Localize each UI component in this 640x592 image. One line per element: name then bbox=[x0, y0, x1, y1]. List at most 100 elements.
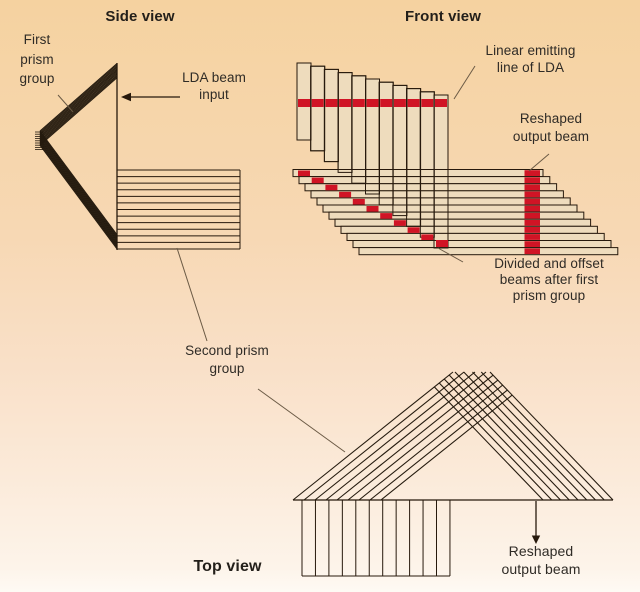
side-prism-bundle-line bbox=[39, 138, 118, 243]
front-divided-beam-segment bbox=[407, 227, 420, 233]
front-horizontal-bar bbox=[334, 218, 592, 227]
front-horizontal-bar bbox=[358, 247, 619, 256]
front-output-beam-segment bbox=[524, 184, 540, 191]
top-left-slope-line bbox=[292, 371, 454, 501]
side-prism-bundle-line bbox=[39, 72, 118, 141]
leader-second-prism-group-side bbox=[176, 247, 208, 342]
first-prism-group-label: First prism group bbox=[19, 32, 55, 87]
side-view-title: Side view bbox=[105, 8, 175, 25]
front-vertical-bar bbox=[351, 75, 367, 184]
top-left-slope-line bbox=[369, 389, 508, 501]
front-output-beam-segment bbox=[524, 205, 540, 212]
side-prism-bundle-line bbox=[39, 77, 118, 146]
front-divided-beam-segment bbox=[325, 184, 338, 191]
side-prism-bundle-line bbox=[39, 63, 118, 132]
reshaped-output-beam-top-label: Reshaped output beam bbox=[501, 543, 581, 577]
front-horizontal-bar bbox=[346, 232, 605, 241]
front-vertical-bar bbox=[310, 65, 326, 152]
top-right-slope-line bbox=[448, 374, 570, 501]
leader-first-prism-group bbox=[57, 94, 74, 113]
leader-second-prism-group-top bbox=[257, 388, 346, 453]
side-prism-bundle-line bbox=[39, 132, 118, 237]
front-divided-beam-segment bbox=[421, 234, 434, 240]
side-prism-bundle-line bbox=[39, 143, 118, 248]
front-output-beam-segment bbox=[524, 198, 540, 205]
top-left-slope-line bbox=[325, 371, 487, 501]
linear-emitting-line-label: Linear emitting line of LDA bbox=[485, 43, 576, 75]
front-divided-beam-segment bbox=[339, 191, 352, 198]
front-output-beam-segment bbox=[524, 227, 540, 233]
side-prism-bundle-line bbox=[39, 64, 118, 133]
top-right-slope-line bbox=[454, 371, 579, 501]
front-vertical-bar bbox=[337, 72, 353, 173]
side-prism-bundle-line bbox=[39, 130, 118, 235]
front-output-beam-segment bbox=[524, 177, 540, 184]
side-prism-bundle-line bbox=[39, 74, 118, 144]
front-emitting-line-segment bbox=[421, 99, 434, 107]
leader-divided-offset bbox=[437, 247, 464, 263]
front-horizontal-bar bbox=[340, 225, 598, 234]
front-output-beam-segment bbox=[524, 212, 540, 219]
front-view-title: Front view bbox=[404, 8, 481, 25]
front-emitting-line-segment bbox=[339, 99, 352, 107]
front-divided-beam-segment bbox=[436, 240, 448, 247]
front-output-beam-segment bbox=[524, 248, 540, 255]
front-emitting-line-segment bbox=[311, 99, 324, 107]
side-prism-bundle-line bbox=[39, 135, 118, 241]
top-right-slope-line bbox=[433, 386, 544, 501]
top-right-slope-line bbox=[438, 382, 553, 501]
leader-reshaped-output-front bbox=[528, 153, 550, 172]
side-prism-bundle-line bbox=[39, 73, 118, 142]
side-prism-bundle-line bbox=[39, 137, 118, 242]
front-horizontal-bar bbox=[298, 176, 551, 185]
lda-input-arrowhead-icon bbox=[121, 92, 131, 102]
side-prism-bundle-line bbox=[39, 76, 118, 145]
front-output-beam-segment bbox=[524, 170, 540, 176]
front-horizontal-bar bbox=[328, 211, 585, 220]
front-output-beam-segment bbox=[524, 241, 540, 247]
side-prism-bundle-line bbox=[39, 142, 118, 247]
front-emitting-line-segment bbox=[298, 99, 310, 107]
second-prism-group-label: Second prism group bbox=[185, 343, 269, 376]
leader-linear-emitting bbox=[453, 65, 476, 100]
top-left-slope-line bbox=[336, 374, 494, 501]
front-emitting-line-segment bbox=[407, 99, 420, 107]
top-right-slope-line bbox=[443, 378, 561, 501]
top-left-slope-line bbox=[358, 384, 503, 501]
top-right-slope-line bbox=[480, 371, 605, 501]
front-emitting-line-segment bbox=[393, 99, 406, 107]
front-vertical-bar bbox=[323, 68, 339, 163]
front-horizontal-bar bbox=[304, 183, 558, 192]
side-prism-bundle-line bbox=[39, 141, 118, 246]
side-prism-bundle-line bbox=[39, 134, 118, 239]
front-divided-beam-segment bbox=[352, 198, 365, 205]
side-prism-bundle-line bbox=[39, 69, 118, 138]
front-emitting-line-segment bbox=[325, 99, 338, 107]
side-prism-bundle-line bbox=[39, 139, 118, 245]
front-output-beam-segment bbox=[524, 234, 540, 240]
front-emitting-line-segment bbox=[352, 99, 365, 107]
reshaped-output-beam-front-label: Reshaped output beam bbox=[512, 111, 590, 144]
top-left-slope-line bbox=[303, 371, 465, 501]
front-divided-beam-segment bbox=[393, 220, 406, 226]
top-left-slope-line bbox=[347, 379, 499, 501]
front-horizontal-bar bbox=[292, 169, 544, 178]
front-divided-beam-segment bbox=[380, 213, 393, 219]
top-left-slope-line bbox=[380, 394, 513, 501]
divided-offset-beams-label: Divided and offset beams after first pri… bbox=[494, 256, 604, 303]
front-output-beam-segment bbox=[524, 191, 540, 198]
front-divided-beam-segment bbox=[311, 177, 324, 184]
side-prism-bundle-line bbox=[39, 65, 118, 134]
side-prism-bundle-line bbox=[39, 133, 118, 238]
front-vertical-bar-outline bbox=[433, 94, 449, 249]
lda-beam-input-label: LDA beam input bbox=[182, 70, 246, 102]
front-emitting-line-segment bbox=[366, 99, 379, 107]
top-right-slope-line bbox=[489, 371, 614, 501]
top-right-slope-line bbox=[472, 371, 596, 501]
front-emitting-line-segment bbox=[380, 99, 393, 107]
side-prism-bundle-line bbox=[39, 145, 118, 250]
front-output-beam-segment bbox=[524, 219, 540, 226]
side-prism-bundle-line bbox=[39, 68, 118, 137]
